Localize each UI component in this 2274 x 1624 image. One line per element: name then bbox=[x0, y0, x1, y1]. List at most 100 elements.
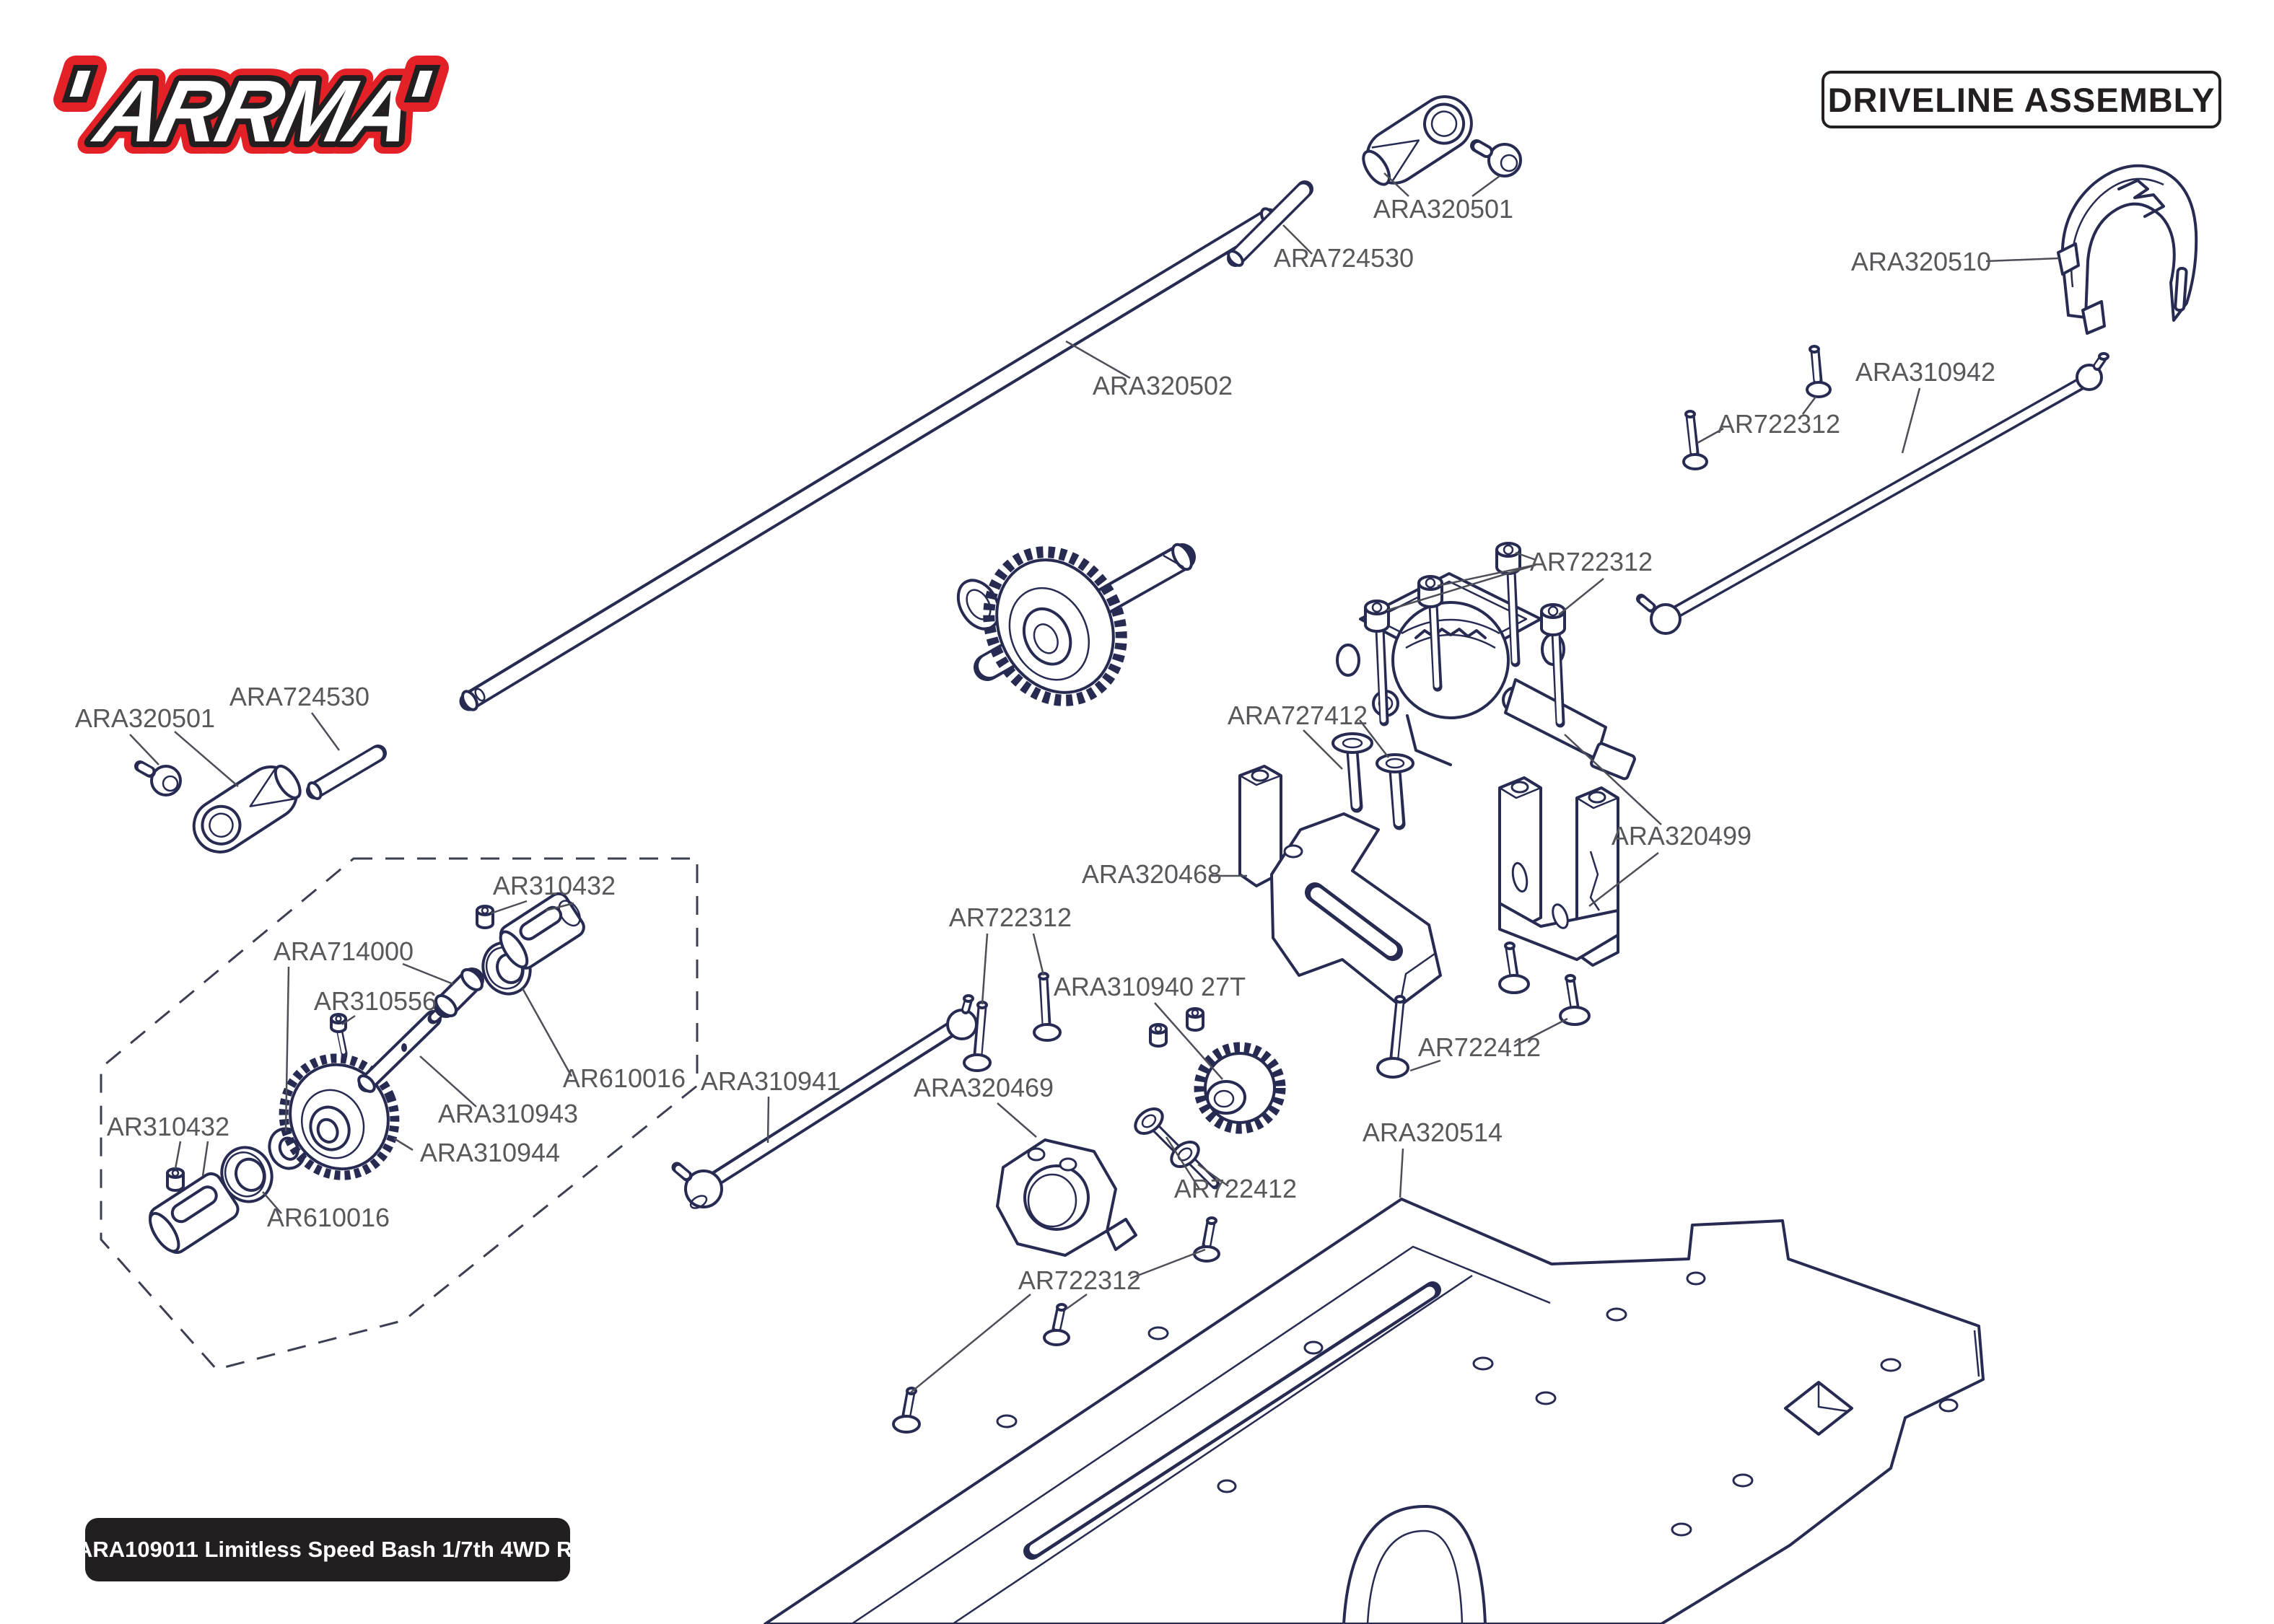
leader-line-ara714000 bbox=[402, 962, 454, 986]
part-outdrive-cup-lower bbox=[149, 1172, 240, 1254]
leader-line-ara724530-left bbox=[310, 712, 341, 751]
leader-line-ara320501-left bbox=[174, 731, 239, 787]
arrma-logo: ARRMA ARRMA ARRMA bbox=[53, 50, 449, 173]
part-motor-guard-ara320510 bbox=[2057, 164, 2198, 335]
part-center-spool-gear bbox=[956, 543, 1196, 706]
leader-line-ara320501-left bbox=[129, 734, 159, 765]
leader-line-ar610016-lower bbox=[262, 1191, 282, 1214]
part-chassis-plate-ara320514 bbox=[764, 1198, 1985, 1624]
part-label-ara320502: ARA320502 bbox=[1093, 371, 1233, 400]
diagram-title: DRIVELINE ASSEMBLY bbox=[1827, 80, 2216, 119]
part-label-ara320501-top: ARA320501 bbox=[1373, 194, 1513, 224]
part-spool-ara320469 bbox=[996, 1138, 1137, 1257]
leader-line-ara320499 bbox=[1564, 734, 1662, 825]
leader-line-ar310432-upper bbox=[545, 902, 574, 912]
socket-screw bbox=[1364, 600, 1390, 727]
part-pin-ara724530-left bbox=[306, 745, 387, 800]
part-collar-ara714000 bbox=[434, 967, 484, 1018]
leader-line-ara320514 bbox=[1399, 1148, 1404, 1198]
leader-line-ar310556 bbox=[341, 1014, 356, 1026]
socket-screw bbox=[1540, 603, 1566, 728]
part-motor-mount-ara320468 bbox=[1238, 765, 1442, 1007]
leader-line-ara320469 bbox=[997, 1102, 1037, 1138]
leader-line-ar722412-right bbox=[1513, 1017, 1568, 1048]
leader-line-ar722312-topright bbox=[1802, 396, 1816, 415]
kit-footer-badge: C-ARA109011 Limitless Speed Bash 1/7th 4… bbox=[53, 1518, 603, 1581]
leader-line-ara727412 bbox=[1359, 719, 1389, 758]
part-center-driveshaft-ara320502 bbox=[459, 207, 1279, 711]
leader-line-ar722412-left bbox=[1197, 1163, 1229, 1188]
leader-line-ara310940 bbox=[1154, 1002, 1223, 1080]
logo-tick-left bbox=[53, 56, 107, 112]
leader-line-ara310942 bbox=[1901, 387, 1921, 454]
screws-ar722412-left bbox=[1134, 1107, 1220, 1190]
leader-line-ar722412-left bbox=[1165, 1136, 1201, 1190]
logo-word: ARRMA bbox=[85, 62, 419, 160]
leader-line-ar722312-topright bbox=[1697, 427, 1724, 444]
part-label-ar310432-upper: AR310432 bbox=[493, 871, 616, 900]
leader-line-ara320510 bbox=[1985, 257, 2060, 263]
leader-line-ar722312-bottom bbox=[910, 1294, 1031, 1393]
leader-line-ar722312-gearbox bbox=[1437, 563, 1536, 587]
leader-line-ara724530-top bbox=[1282, 224, 1313, 255]
screws-ar722312-topright bbox=[1682, 345, 1832, 470]
leader-line-ara727412 bbox=[1303, 729, 1343, 770]
part-label-ara310942: ARA310942 bbox=[1855, 357, 1995, 387]
leader-line-ar610016-upper bbox=[521, 988, 573, 1077]
part-grub-ar310432-lower bbox=[166, 1167, 185, 1192]
screws-ar722312-mid bbox=[963, 972, 1062, 1072]
grub-screw bbox=[1149, 1023, 1168, 1048]
part-fork-mount-ara320499 bbox=[1498, 776, 1619, 967]
leader-line-ar722312-bottom bbox=[1066, 1293, 1088, 1310]
part-label-ara310941: ARA310941 bbox=[701, 1066, 841, 1096]
part-label-ara320501-left: ARA320501 bbox=[75, 703, 215, 733]
part-rod-end-ara320501-top bbox=[1362, 95, 1522, 186]
leader-line-ar310432-upper bbox=[490, 900, 528, 915]
leader-line-ar722312-gearbox bbox=[1515, 551, 1536, 561]
screws-ar722312-gearbox bbox=[1364, 542, 1566, 728]
leader-line-ar722312-mid bbox=[1032, 933, 1045, 976]
part-label-ara320499: ARA320499 bbox=[1612, 821, 1752, 851]
part-rear-driveshaft-ara310942 bbox=[1636, 352, 2109, 635]
part-label-ar610016-lower: AR610016 bbox=[267, 1203, 390, 1232]
logo-tick-right bbox=[395, 56, 449, 112]
part-label-ara320510: ARA320510 bbox=[1851, 247, 1991, 276]
part-label-ar722312-gearbox: AR722312 bbox=[1530, 547, 1653, 576]
leader-line-ar722412-right bbox=[1409, 1059, 1441, 1072]
part-front-driveshaft-ara310941 bbox=[671, 994, 978, 1209]
part-label-ar722312-topright: AR722312 bbox=[1718, 409, 1840, 439]
part-label-ara310940: ARA310940 27T bbox=[1054, 972, 1246, 1001]
screws-ara727412 bbox=[1331, 732, 1414, 830]
leader-line-ara320499 bbox=[1588, 852, 1659, 907]
part-grub-ar310432-upper bbox=[476, 905, 494, 929]
leader-line-ara320501-top bbox=[1383, 172, 1409, 197]
part-label-ara310944: ARA310944 bbox=[420, 1138, 560, 1167]
part-label-ara320468: ARA320468 bbox=[1082, 859, 1222, 889]
part-label-ara320514: ARA320514 bbox=[1363, 1118, 1503, 1147]
leader-line-ara310943 bbox=[419, 1055, 477, 1107]
part-label-ar722312-bottom: AR722312 bbox=[1018, 1265, 1141, 1295]
kit-name: C-ARA109011 Limitless Speed Bash 1/7th 4… bbox=[53, 1537, 603, 1562]
part-label-ar722312-mid: AR722312 bbox=[949, 903, 1072, 932]
screws-ar722412-right bbox=[1376, 942, 1591, 1079]
part-label-ara724530-top: ARA724530 bbox=[1274, 243, 1414, 273]
part-label-ar722412-left: AR722412 bbox=[1174, 1174, 1297, 1203]
grub-screw bbox=[1186, 1007, 1204, 1032]
part-label-ar610016-upper: AR610016 bbox=[563, 1063, 686, 1093]
leader-line-ara320501-top bbox=[1471, 175, 1500, 198]
part-label-ara724530-left: ARA724530 bbox=[229, 682, 369, 711]
part-label-ar310556: AR310556 bbox=[314, 986, 437, 1016]
part-outdrive-cup-upper bbox=[499, 892, 585, 970]
part-label-ara727412: ARA727412 bbox=[1228, 701, 1368, 730]
leader-line-ara310941 bbox=[766, 1096, 770, 1144]
part-pinion-ara310940 bbox=[1149, 1007, 1286, 1134]
leader-line-ara320502 bbox=[1065, 340, 1131, 379]
part-label-ara310943: ARA310943 bbox=[438, 1099, 578, 1128]
part-label-ar722412-right: AR722412 bbox=[1418, 1032, 1541, 1062]
leader-line-ar310432-lower bbox=[201, 1141, 209, 1177]
part-rod-end-ara320501-left bbox=[134, 760, 302, 853]
logo-outline-red: ARRMA bbox=[85, 62, 419, 160]
